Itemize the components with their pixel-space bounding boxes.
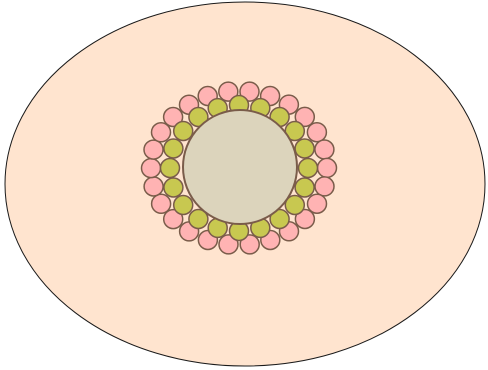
- outer-ring-particle-21: [144, 140, 163, 159]
- inner-ring-particle-5: [295, 139, 314, 158]
- inner-ring-particle-7: [295, 178, 314, 197]
- outer-ring-particle-7: [318, 158, 337, 177]
- inner-ring-particle-14: [174, 196, 193, 215]
- outer-ring-particle-18: [152, 194, 171, 213]
- outer-ring-particle-20: [142, 159, 161, 178]
- inner-ring-particle-17: [164, 139, 183, 158]
- outer-ring-particle-5: [307, 123, 326, 142]
- outer-ring-particle-19: [144, 177, 163, 196]
- inner-ring-particle-6: [299, 159, 318, 178]
- inner-ring-particle-15: [164, 178, 183, 197]
- outer-ring-particle-6: [315, 140, 334, 159]
- outer-ring-particle-8: [315, 177, 334, 196]
- inner-ring-particle-18: [174, 122, 193, 141]
- inner-ring-particle-16: [161, 159, 180, 178]
- core-circle: [183, 110, 297, 224]
